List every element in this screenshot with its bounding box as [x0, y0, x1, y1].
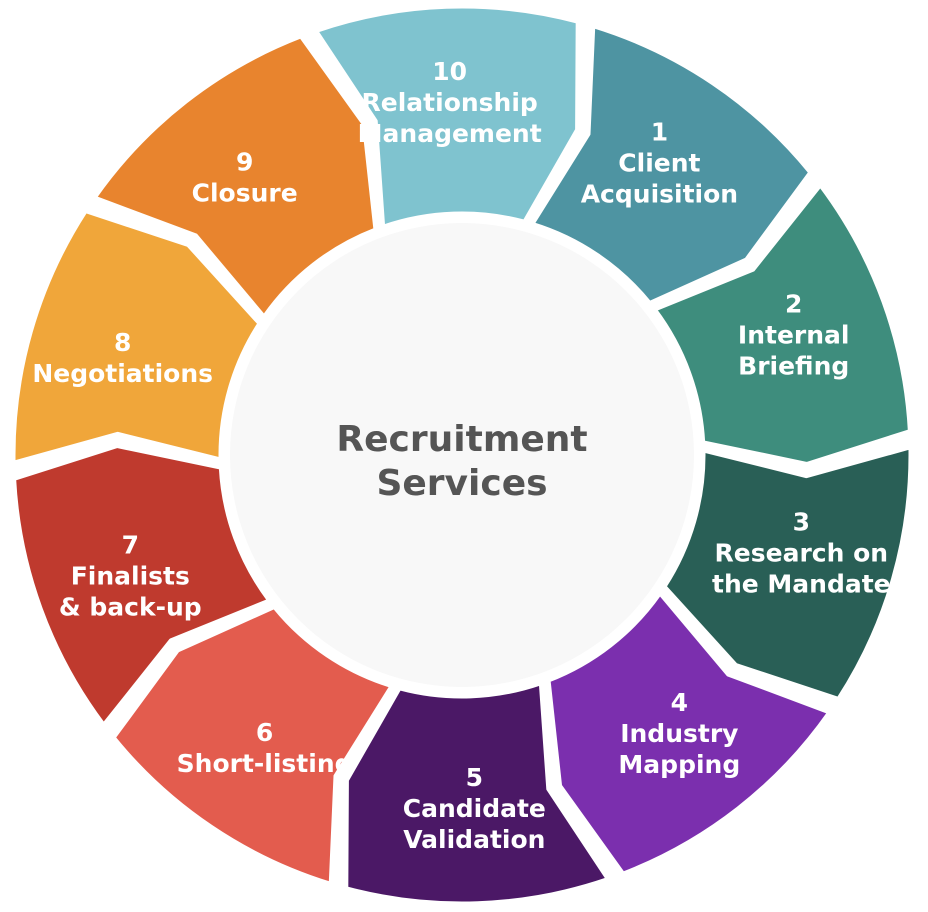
segment-7-shape: [13, 445, 270, 726]
segments-group: 1ClientAcquisition2InternalBriefing3Rese…: [12, 5, 912, 905]
segment-1-label-line1: Client: [618, 148, 700, 177]
segment-1-number: 1: [651, 117, 668, 146]
segment-5-label-line2: Validation: [403, 825, 545, 854]
segment-10-shape: [315, 5, 579, 228]
center-hub: [230, 223, 694, 687]
segment-7-label-line2: & back-up: [59, 593, 202, 622]
center-title-line-1: Recruitment: [336, 419, 587, 460]
segment-10-label-line2: Management: [358, 119, 542, 148]
segment-3-label-line1: Research on: [715, 538, 889, 567]
segment-6-shape: [112, 606, 393, 885]
segment-4-label-line1: Industry: [620, 719, 738, 748]
segment-9-number: 9: [236, 147, 253, 176]
segment-1-shape: [531, 25, 812, 304]
segment-2-label-line1: Internal: [738, 320, 850, 349]
segment-3-shape: [663, 446, 912, 700]
segment-1-label-line2: Acquisition: [581, 179, 738, 208]
segment-5-shape: [345, 682, 609, 905]
segment-6-label-line1: Short-listing: [177, 749, 353, 778]
segment-4-shape: [547, 592, 831, 875]
segment-8-label-line1: Negotiations: [32, 359, 213, 388]
segment-9-label-line1: Closure: [192, 178, 298, 207]
segment-7-number: 7: [122, 531, 139, 560]
segment-2-number: 2: [785, 289, 802, 318]
segment-3-number: 3: [793, 507, 810, 536]
segment-6-number: 6: [256, 718, 273, 747]
segment-9-shape: [93, 35, 377, 318]
segment-10-number: 10: [432, 57, 467, 86]
segment-10-label-line1: Relationship: [362, 88, 538, 117]
segment-8-shape: [12, 210, 261, 464]
segment-3-label-line2: the Mandate: [712, 569, 891, 598]
segment-8-number: 8: [114, 328, 131, 357]
segment-4-label-line2: Mapping: [618, 750, 740, 779]
segment-7-label-line1: Finalists: [71, 562, 190, 591]
segment-5-number: 5: [466, 763, 483, 792]
segment-5-label-line1: Candidate: [403, 794, 546, 823]
segment-2-label-line2: Briefing: [738, 351, 849, 380]
center-title-line-2: Services: [376, 463, 547, 504]
segment-2-shape: [654, 184, 911, 465]
segment-4-number: 4: [671, 688, 688, 717]
